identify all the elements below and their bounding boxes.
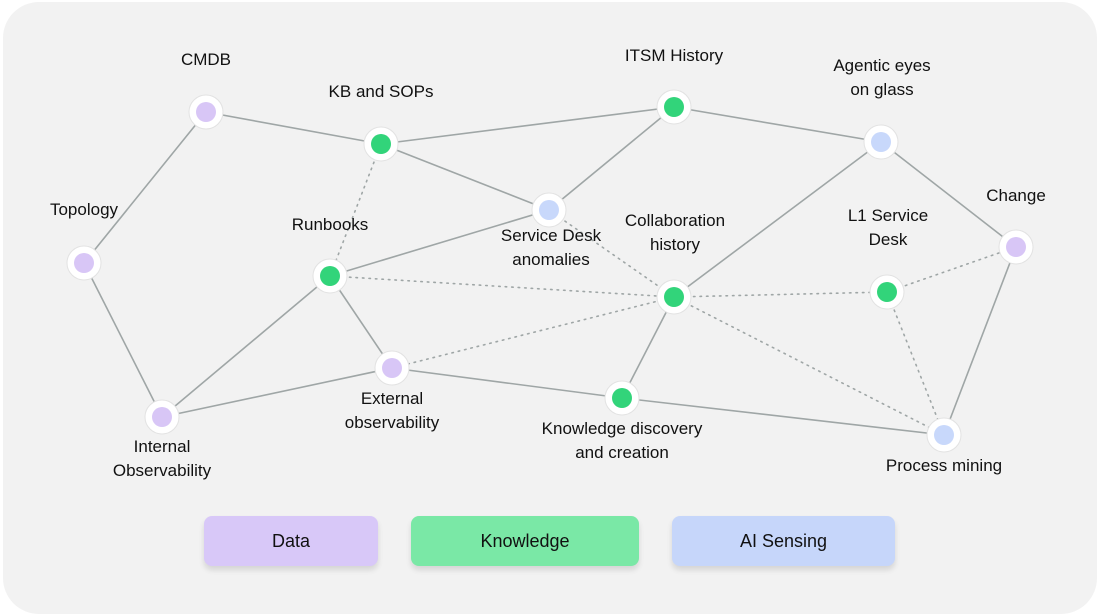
node-label-change: Change — [986, 184, 1046, 208]
node-dot-knowledge — [877, 282, 897, 302]
node-label-agentic-eyes: Agentic eyes on glass — [833, 54, 930, 102]
node-dot-ai_sensing — [934, 425, 954, 445]
edges-layer — [83, 106, 1017, 436]
node-dot-data — [382, 358, 402, 378]
node-label-line: KB and SOPs — [328, 82, 434, 101]
node-label-line: anomalies — [512, 250, 590, 269]
edge-kb-and-sops-service-desk-anomalies — [380, 143, 550, 211]
edge-l1-service-desk-process-mining — [886, 291, 945, 436]
node-label-line: Change — [986, 186, 1046, 205]
nodes-layer — [66, 89, 1034, 453]
node-dot-data — [74, 253, 94, 273]
node-label-line: Observability — [112, 461, 212, 480]
legend-data-label: Data — [271, 530, 311, 551]
legend-knowledge: Knowledge — [411, 516, 639, 566]
node-dot-ai_sensing — [871, 132, 891, 152]
node-dot-knowledge — [320, 266, 340, 286]
node-label-runbooks: Runbooks — [292, 213, 369, 237]
edge-kb-and-sops-itsm-history — [380, 106, 675, 145]
node-dot-knowledge — [371, 134, 391, 154]
node-itsm-history — [656, 89, 692, 125]
edge-service-desk-anomalies-itsm-history — [548, 106, 675, 211]
node-label-line: Process mining — [885, 456, 1003, 475]
node-service-desk-anomalies — [531, 192, 567, 228]
node-internal-observability — [144, 399, 180, 435]
node-topology — [66, 245, 102, 281]
edge-cmdb-topology — [83, 111, 207, 264]
node-label-line: ITSM History — [624, 46, 724, 65]
node-label-kb-and-sops: KB and SOPs — [329, 80, 434, 104]
node-collaboration-history — [656, 279, 692, 315]
node-l1-service-desk — [869, 274, 905, 310]
node-label-topology: Topology — [50, 198, 118, 222]
edge-collaboration-history-l1-service-desk — [673, 291, 888, 298]
node-dot-knowledge — [612, 388, 632, 408]
node-label-line: CMDB — [180, 50, 232, 69]
edge-internal-observability-runbooks — [161, 275, 331, 418]
node-dot-ai_sensing — [539, 200, 559, 220]
node-runbooks — [312, 258, 348, 294]
node-knowledge-discovery — [604, 380, 640, 416]
diagram-background — [3, 2, 1097, 614]
node-label-line: Topology — [49, 200, 119, 219]
legend-ai-sensing: AI Sensing — [672, 516, 895, 566]
node-label-line: Desk — [868, 230, 908, 249]
node-label-line: Collaboration — [624, 211, 726, 230]
node-label-collaboration-history: Collaboration history — [625, 209, 725, 257]
node-label-itsm-history: ITSM History — [625, 44, 723, 68]
node-agentic-eyes — [863, 124, 899, 160]
edge-runbooks-service-desk-anomalies — [329, 209, 550, 277]
edge-l1-service-desk-change — [886, 246, 1017, 293]
legend-ai-sensing-label: AI Sensing — [739, 530, 828, 551]
legend-knowledge-label: Knowledge — [480, 530, 570, 551]
edge-itsm-history-agentic-eyes — [673, 106, 882, 143]
node-label-line: Runbooks — [291, 215, 369, 234]
node-label-line: Knowledge discovery — [541, 419, 703, 438]
edge-external-observability-knowledge-discovery — [391, 367, 623, 399]
node-cmdb — [188, 94, 224, 130]
node-label-service-desk-anomalies: Service Desk anomalies — [501, 224, 601, 272]
node-process-mining — [926, 417, 962, 453]
node-dot-data — [196, 102, 216, 122]
node-label-line: history — [649, 235, 701, 254]
node-dot-knowledge — [664, 287, 684, 307]
node-label-line: Service Desk — [500, 226, 602, 245]
node-external-observability — [374, 350, 410, 386]
edge-change-process-mining — [943, 246, 1017, 436]
edge-kb-and-sops-runbooks — [329, 143, 382, 277]
node-change — [998, 229, 1034, 265]
edge-topology-internal-observability — [83, 262, 163, 418]
node-label-knowledge-discovery: Knowledge discovery and creation — [542, 417, 703, 465]
edge-service-desk-anomalies-collaboration-history — [548, 209, 675, 298]
node-dot-data — [152, 407, 172, 427]
edge-collaboration-history-knowledge-discovery — [621, 296, 675, 399]
edge-internal-observability-external-observability — [161, 367, 393, 418]
node-label-line: observability — [344, 413, 440, 432]
node-dot-knowledge — [664, 97, 684, 117]
node-label-line: External — [360, 389, 424, 408]
legend-data: Data — [204, 516, 378, 566]
edge-runbooks-external-observability — [329, 275, 393, 369]
edge-collaboration-history-process-mining — [673, 296, 945, 436]
node-label-line: Agentic eyes — [833, 56, 931, 75]
edge-agentic-eyes-change — [880, 141, 1017, 248]
node-label-line: on glass — [850, 80, 914, 99]
node-label-line: L1 Service — [847, 206, 929, 225]
node-label-external-observability: External observability — [345, 387, 440, 435]
node-label-process-mining: Process mining — [886, 454, 1002, 478]
edge-agentic-eyes-collaboration-history — [673, 141, 882, 298]
node-kb-and-sops — [363, 126, 399, 162]
edge-knowledge-discovery-process-mining — [621, 397, 945, 436]
node-label-line: Internal — [133, 437, 191, 456]
edge-collaboration-history-external-observability — [391, 296, 675, 369]
edge-cmdb-kb-and-sops — [205, 111, 382, 145]
node-label-cmdb: CMDB — [181, 48, 231, 72]
node-label-line: and creation — [575, 443, 669, 462]
edge-runbooks-collaboration-history — [329, 275, 675, 298]
node-dot-data — [1006, 237, 1026, 257]
